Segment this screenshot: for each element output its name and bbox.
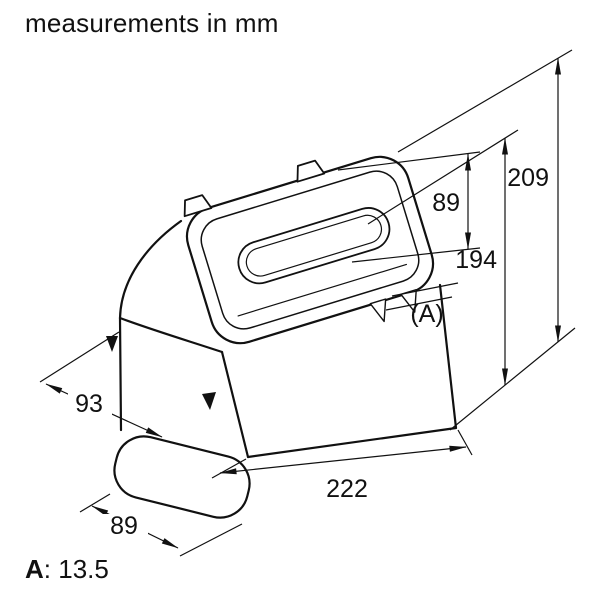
- note-a-tick: [391, 282, 459, 297]
- dim-label-duct-width: 222: [326, 475, 368, 503]
- outlet-face-outer-edge: [185, 155, 435, 345]
- bottom-flange: [113, 435, 251, 519]
- extension-line-top: [397, 49, 573, 153]
- dimension-lines: [45, 57, 561, 549]
- dimension-line-222: [219, 445, 467, 475]
- duct-top-edge: [118, 316, 224, 354]
- footnote-value: : 13.5: [43, 554, 109, 584]
- extension-line-93: [39, 331, 120, 383]
- extension-line-bottom: [449, 327, 576, 431]
- dim-label-upper-height: 194: [455, 246, 497, 274]
- dim-label-total-height: 209: [507, 164, 549, 192]
- extension-lines: [39, 49, 576, 557]
- dim-label-opening-height: 89: [432, 189, 460, 217]
- label-halo: [68, 392, 112, 418]
- mounting-tab-icon: [183, 194, 213, 218]
- duct-bend-part: [106, 155, 458, 519]
- extension-line-194-top: [367, 129, 519, 225]
- mounting-tab-icon: [296, 159, 326, 183]
- flow-arrow-icon: [202, 392, 216, 410]
- outlet-slot-inner: [245, 214, 383, 277]
- extension-line-89b-left: [79, 493, 111, 513]
- latch-tab-icon: [400, 288, 417, 313]
- extension-line-89b-right: [179, 523, 243, 557]
- flow-arrow-icon: [106, 336, 118, 352]
- duct-front-edge: [220, 350, 250, 459]
- latch-tab-icon: [369, 298, 387, 323]
- extension-line-89-top: [337, 151, 481, 171]
- units-note: measurements in mm: [25, 8, 279, 38]
- outlet-face: [183, 155, 435, 345]
- label-halo: [100, 514, 148, 540]
- outlet-slot-outer: [237, 207, 391, 285]
- note-a-tick: [385, 296, 453, 311]
- bend-back-edge: [118, 219, 183, 432]
- dim-label-note-ref: (A): [410, 300, 443, 328]
- dim-label-flange-depth: 89: [110, 512, 138, 540]
- footnote: A: 13.5: [25, 554, 109, 585]
- outlet-inner-chord: [237, 263, 408, 317]
- extension-line-222-right: [457, 429, 473, 456]
- extension-line-222-left: [211, 458, 247, 479]
- extension-line-89-bottom: [351, 247, 481, 263]
- dim-label-duct-depth: 93: [75, 390, 103, 418]
- outlet-face-inner-edge: [200, 170, 420, 330]
- footnote-key: A: [25, 554, 44, 584]
